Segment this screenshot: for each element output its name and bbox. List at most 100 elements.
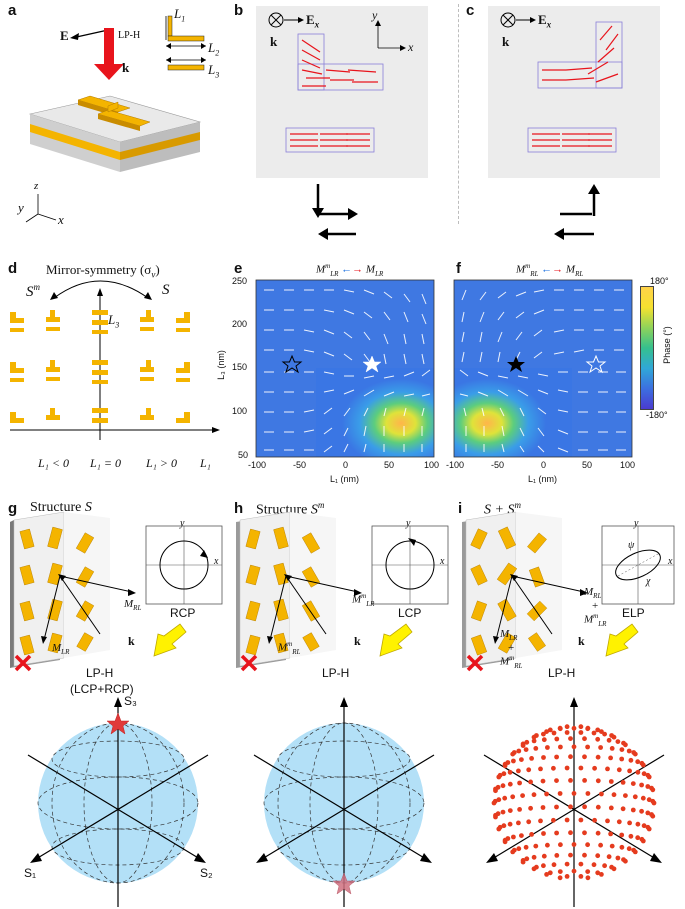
panel-i-m-lr-m: MmLR bbox=[584, 612, 607, 628]
polarization-state-dot bbox=[551, 730, 557, 736]
polarization-state-dot bbox=[611, 792, 617, 798]
panel-e-xlabel: L₁ (nm) bbox=[330, 474, 360, 484]
polarization-state-dot bbox=[533, 746, 539, 751]
polarization-state-dot bbox=[545, 842, 550, 848]
polarization-state-dot bbox=[524, 739, 530, 745]
panel-h-k-label: k bbox=[354, 634, 361, 648]
polarization-state-dot bbox=[606, 854, 612, 860]
polarization-state-dot bbox=[531, 866, 537, 872]
polarization-state-dot bbox=[529, 756, 534, 761]
polarization-state-dot bbox=[608, 755, 613, 761]
panel-label-i: i bbox=[458, 500, 463, 517]
polarization-state-dot bbox=[571, 842, 577, 847]
panel-i-plus-bottom: + bbox=[508, 642, 515, 654]
polarization-state-dot bbox=[635, 769, 641, 775]
polarization-state-dot bbox=[554, 754, 559, 760]
panel-h-m-rl-m: MmRL bbox=[278, 640, 301, 656]
panel-e-field-map bbox=[255, 279, 435, 458]
polarization-state-dot bbox=[501, 771, 507, 777]
panel-d-title: Mirror-symmetry (σv) bbox=[46, 262, 160, 280]
polarization-state-dot bbox=[626, 748, 632, 754]
polarization-state-dots bbox=[491, 724, 657, 881]
polarization-state-dot bbox=[528, 805, 533, 811]
polarization-state-dot bbox=[608, 779, 614, 784]
polarization-state-dot bbox=[631, 750, 637, 755]
polarization-state-dot bbox=[557, 791, 563, 796]
polarization-state-dot bbox=[531, 734, 537, 740]
polarization-state-dot bbox=[578, 874, 584, 879]
polarization-state-dot bbox=[531, 792, 537, 798]
polarization-state-dot bbox=[529, 832, 534, 837]
polarization-state-dot bbox=[602, 863, 607, 869]
polarization-state-dot bbox=[632, 794, 638, 800]
polarization-state-dot bbox=[582, 778, 587, 783]
polarization-state-dot bbox=[564, 861, 570, 867]
panel-f-colorbar-max: 180° bbox=[650, 276, 669, 286]
panel-i-pol-name: ELP bbox=[622, 606, 645, 620]
polarization-state-dot bbox=[516, 820, 521, 826]
polarization-state-dot bbox=[591, 862, 597, 868]
panel-label-c: c bbox=[466, 2, 475, 19]
polarization-state-dot bbox=[524, 856, 530, 862]
polarization-state-dot bbox=[541, 737, 547, 743]
polarization-state-dot bbox=[585, 744, 590, 750]
polarization-state-dot bbox=[578, 861, 584, 867]
polarization-state-dot bbox=[620, 780, 626, 785]
polarization-state-dot bbox=[616, 819, 622, 825]
polarization-state-dot bbox=[520, 793, 525, 798]
panel-g-axis-x: x bbox=[214, 556, 219, 567]
polarization-state-dot bbox=[571, 868, 577, 874]
panel-f-colorbar-label: Phase (°) bbox=[661, 326, 672, 364]
panel-b-axis-y: y bbox=[372, 8, 378, 22]
panel-h-input: LP-H bbox=[322, 666, 350, 680]
polarization-state-dot bbox=[582, 804, 587, 810]
polarization-state-dot bbox=[582, 736, 587, 742]
polarization-state-dot bbox=[595, 736, 601, 742]
polarization-state-dot bbox=[650, 798, 656, 804]
polarization-state-dot bbox=[541, 831, 546, 836]
polarization-state-dot bbox=[628, 833, 634, 839]
panel-b-e-label: Ex bbox=[306, 12, 320, 30]
polarization-state-dot bbox=[502, 763, 508, 769]
polarization-state-dot bbox=[582, 852, 587, 858]
polarization-state-dot bbox=[511, 758, 516, 764]
polarization-state-dot bbox=[631, 847, 637, 853]
panel-a-axis-y: y bbox=[18, 200, 24, 215]
polarization-state-dot bbox=[619, 832, 625, 838]
polarization-state-dot bbox=[568, 778, 573, 783]
polarization-state-dot bbox=[645, 772, 651, 778]
panel-a-l3-label: L3 bbox=[208, 62, 220, 80]
polarization-state-dot bbox=[568, 736, 573, 741]
panel-i-m-rl: MRL bbox=[584, 586, 602, 601]
polarization-state-dot bbox=[641, 823, 647, 829]
panel-f-xlabel: L₁ (nm) bbox=[528, 474, 558, 484]
polarization-state-dot bbox=[649, 785, 654, 791]
panel-e-legend: MmLR ←→ MLR bbox=[316, 262, 384, 278]
polarization-state-dot bbox=[516, 846, 522, 852]
polarization-state-dot bbox=[609, 864, 614, 870]
polarization-state-dot bbox=[599, 791, 604, 797]
panel-d-tick-zero: L₁ = 0 bbox=[90, 456, 121, 470]
panel-e-xtick-m50: -50 bbox=[293, 460, 307, 470]
polarization-state-dot bbox=[571, 791, 577, 796]
polarization-state-dot bbox=[605, 766, 610, 772]
polarization-state-dot bbox=[558, 842, 563, 848]
panel-f-xtick-100: 100 bbox=[620, 460, 636, 470]
polarization-state-dot bbox=[630, 781, 636, 786]
polarization-state-dot bbox=[578, 724, 584, 730]
panel-g-k-label: k bbox=[128, 634, 135, 648]
polarization-state-dot bbox=[502, 795, 508, 801]
panel-e-ytick-150: 150 bbox=[232, 362, 248, 372]
polarization-state-dot bbox=[541, 853, 547, 859]
panel-h-pol-name: LCP bbox=[398, 606, 422, 620]
panel-e-ytick-50: 50 bbox=[238, 450, 249, 460]
panel-label-e: e bbox=[234, 260, 243, 277]
polarization-state-dot bbox=[619, 747, 625, 752]
panel-h-axis-x: x bbox=[440, 556, 445, 567]
polarization-state-dot bbox=[595, 727, 601, 733]
polarization-state-dot bbox=[538, 766, 543, 772]
polarization-state-dot bbox=[640, 795, 646, 801]
polarization-state-dot bbox=[516, 768, 521, 774]
panel-c-nanostructure-currents bbox=[500, 12, 623, 240]
polarization-state-dot bbox=[646, 797, 652, 803]
